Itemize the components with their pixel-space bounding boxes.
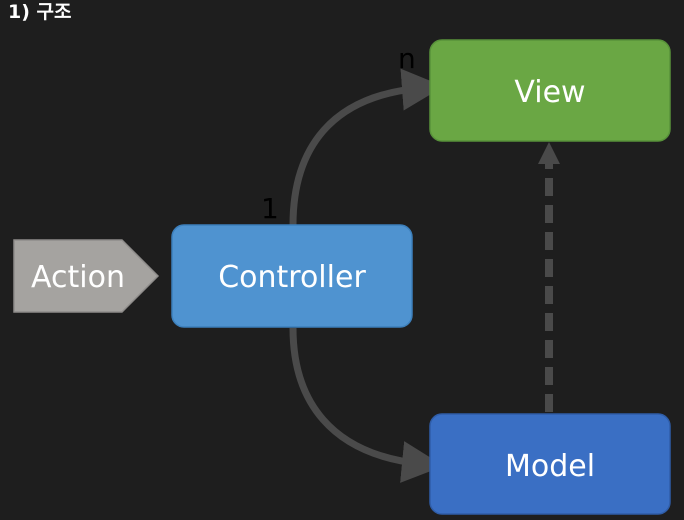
multiplicity-n-label: n (398, 42, 416, 75)
model-node: Model (429, 413, 671, 515)
action-node: Action (13, 239, 160, 313)
view-node: View (429, 39, 671, 142)
controller-node: Controller (171, 224, 413, 328)
action-label: Action (31, 260, 125, 295)
model-to-view-arrowhead (538, 142, 560, 164)
controller-label: Controller (218, 260, 366, 295)
view-label: View (514, 75, 585, 110)
controller-to-model-connector (289, 327, 444, 483)
multiplicity-one-label: 1 (261, 192, 279, 225)
controller-to-view-connector (289, 68, 444, 226)
model-label: Model (505, 449, 595, 484)
section-heading: 1) 구조 (8, 1, 72, 23)
